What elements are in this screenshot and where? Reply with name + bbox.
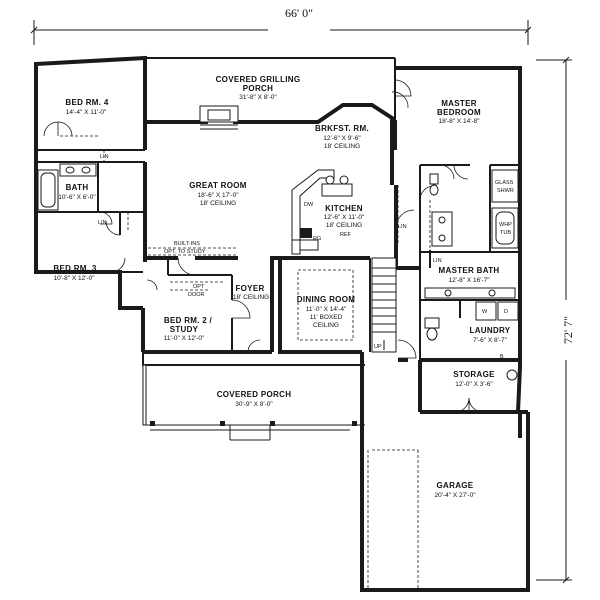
storage-name: STORAGE (453, 370, 495, 379)
dining-ceiling-2: CEILING (313, 322, 339, 329)
overall-depth-label: 72' 7" (561, 316, 575, 344)
master-bedroom-name-1: MASTER (441, 99, 477, 108)
b-label: B (500, 354, 504, 360)
lin-label-bed3: LIN (98, 220, 107, 226)
lin-label-hall: LIN (100, 154, 109, 160)
bed2-name-2: STUDY (170, 325, 199, 334)
brkfst-dim: 12'-6" X 9'-6" (323, 135, 361, 142)
garage-name: GARAGE (437, 481, 474, 490)
grilling-porch-dim: 31'-8" X 8'-0" (239, 94, 277, 101)
laundry-name: LAUNDRY (470, 326, 511, 335)
bed2-name-1: BED RM. 2 / (164, 316, 213, 325)
whp-tub-label-1: WHP (499, 222, 512, 228)
stairs-up-label: UP (374, 344, 382, 350)
great-room-name: GREAT ROOM (189, 181, 247, 190)
garage-dim: 20'-4" X 27'-0" (434, 492, 476, 499)
great-room-dim: 18'-6" X 17'-0" (197, 192, 239, 199)
fixture-labels: LIN LIN LIN LIN BUILT-INS OPT. TO STUDY … (98, 154, 514, 360)
dw-label: DW (304, 202, 314, 208)
great-room-ceiling: 18' CEILING (200, 200, 236, 207)
overall-width-label: 66' 0" (285, 6, 313, 20)
washer-label: W (482, 309, 488, 315)
bed4-dim: 14'-4" X 11'-0" (66, 109, 107, 116)
kitchen-name: KITCHEN (325, 204, 363, 213)
brkfst-ceiling: 18' CEILING (324, 143, 360, 150)
laundry-dim: 7'-6" X 8'-7" (473, 337, 508, 344)
rg-label: RG (313, 236, 321, 242)
kitchen-fixtures (291, 169, 353, 255)
master-bath-name: MASTER BATH (439, 266, 500, 275)
fireplace (199, 105, 239, 130)
master-bedroom-name-2: BEDROOM (437, 108, 481, 117)
closets (60, 135, 431, 341)
glass-shwr-label-2: SHWR (497, 188, 514, 194)
lin-label-master: LIN (398, 224, 407, 230)
bath-fixtures (37, 163, 519, 381)
kitchen-ceiling: 18' CEILING (326, 222, 362, 229)
ref-label: REF (340, 232, 352, 238)
built-ins-label-1: BUILT-INS (174, 241, 200, 247)
dining-ceiling-1: 11' BOXED (310, 314, 343, 321)
bath-name: BATH (66, 183, 89, 192)
grilling-porch-name-2: PORCH (243, 84, 273, 93)
dryer-label: D (504, 309, 508, 315)
master-bath-dim: 12'-8" X 16'-7" (448, 277, 490, 284)
opt-door-label-2: DOOR (188, 292, 205, 298)
garage-door (367, 412, 522, 588)
bed3-name: BED RM. 3 (53, 264, 96, 273)
brkfst-name: BRKFST. RM. (315, 124, 369, 133)
bath-dim: 10'-6" X 6'-0" (58, 194, 96, 201)
opt-door-label-1: OPT (193, 284, 205, 290)
built-ins-label-2: OPT. TO STUDY (164, 249, 206, 255)
whp-tub-label-2: TUB (500, 230, 511, 236)
bed2-dim: 11'-0" X 12'-0" (164, 335, 205, 342)
room-labels: COVERED GRILLING PORCH 31'-8" X 8'-0" BE… (53, 75, 510, 499)
doors (43, 79, 484, 413)
foyer-ceiling: 18' CEILING (233, 294, 269, 301)
grilling-porch-name-1: COVERED GRILLING (216, 75, 301, 84)
overall-depth-dimension: 72' 7" (536, 56, 575, 584)
stairs (371, 257, 397, 353)
glass-shwr-label-1: GLASS (495, 180, 514, 186)
foyer-name: FOYER (235, 284, 264, 293)
interior-walls (36, 120, 520, 360)
master-bedroom-dim: 18'-8" X 14'-8" (438, 118, 480, 125)
overall-width-dimension: 66' 0" (30, 6, 532, 45)
storage-dim: 12'-0" X 3'-6" (455, 381, 493, 388)
lin-label-master-bath: LIN (433, 258, 442, 264)
bed3-dim: 10'-8" X 12'-0" (53, 275, 95, 282)
exterior-walls (34, 55, 530, 592)
bed4-name: BED RM. 4 (65, 98, 108, 107)
covered-porch-name: COVERED PORCH (217, 390, 292, 399)
dining-dim: 11'-0" X 14'-4" (306, 306, 347, 313)
kitchen-dim: 12'-6" X 11'-0" (324, 214, 365, 221)
front-porch (142, 352, 365, 441)
dining-name: DINING ROOM (297, 295, 355, 304)
covered-porch-dim: 30'-9" X 8'-0" (235, 401, 273, 408)
